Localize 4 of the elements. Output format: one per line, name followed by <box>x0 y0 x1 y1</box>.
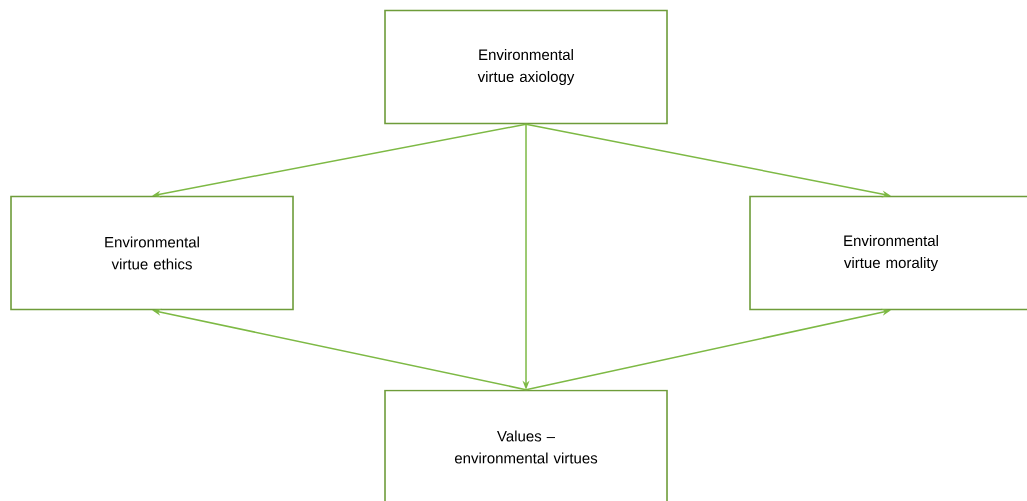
text-box: Environmental virtue axiology <box>384 9 668 125</box>
text-box: Environmental virtue morality <box>749 195 1027 311</box>
text-box: Values – environmental virtues <box>384 389 668 501</box>
text-box: Environmental virtue ethics <box>10 195 294 311</box>
